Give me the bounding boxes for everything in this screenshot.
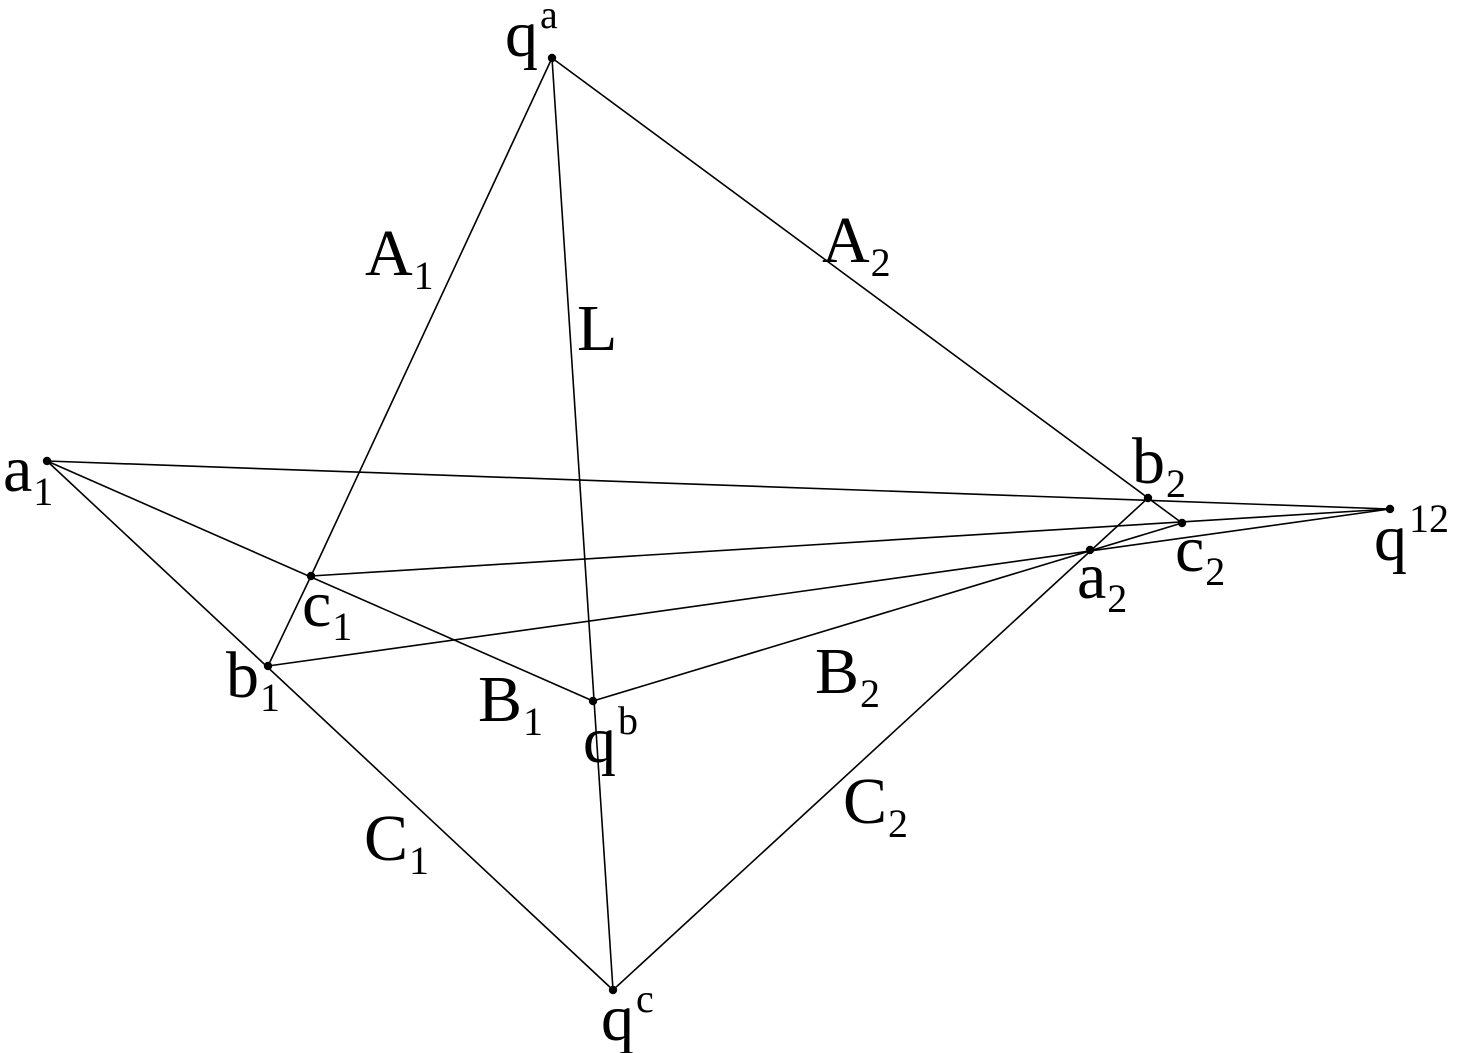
point-a1 [42, 456, 52, 466]
edge-qa-b2 [551, 57, 1149, 499]
line-label-L: L [577, 292, 617, 365]
edges [46, 57, 1391, 991]
edge-c1-b1 [267, 575, 312, 667]
point-label-a1: a1 [3, 433, 53, 514]
edge-a1-qb [46, 460, 594, 702]
line-label-C2: C2 [843, 765, 908, 846]
edge-qb-c2 [592, 522, 1183, 702]
edge-b1-q12 [267, 508, 1391, 667]
point-label-c2: c2 [1175, 513, 1225, 594]
point-label-a2: a2 [1077, 540, 1127, 621]
edge-qc-b2 [612, 497, 1149, 991]
line-label-A1: A1 [365, 217, 434, 298]
edge-qa-qc [551, 57, 614, 991]
point-label-b1: b1 [226, 639, 280, 720]
point-b1 [263, 661, 273, 671]
point-a2 [1085, 545, 1095, 555]
point-label-qc: qc [601, 976, 654, 1053]
point-qa [547, 53, 557, 63]
edge-a1-qc [46, 460, 614, 991]
point-b2 [1143, 493, 1153, 503]
point-c1 [306, 571, 316, 581]
point-label-b2: b2 [1132, 425, 1186, 506]
point-label-q12: q12 [1374, 496, 1449, 575]
points [42, 53, 1395, 995]
line-label-A2: A2 [822, 204, 891, 285]
line-label-C1: C1 [364, 802, 429, 883]
edge-a1-q12 [46, 460, 1391, 510]
point-qc [608, 985, 618, 995]
edge-qa-c1 [310, 57, 553, 577]
line-label-B2: B2 [815, 635, 880, 716]
point-label-c1: c1 [302, 568, 352, 649]
point-qb [588, 696, 598, 706]
point-q12 [1385, 504, 1395, 514]
point-label-qa: qa [505, 0, 558, 71]
point-label-qb: qb [583, 698, 638, 777]
edge-c1-q12 [310, 508, 1391, 577]
edge-b2-c2 [1147, 497, 1183, 524]
line-label-B1: B1 [478, 663, 543, 744]
point-c2 [1177, 518, 1187, 528]
